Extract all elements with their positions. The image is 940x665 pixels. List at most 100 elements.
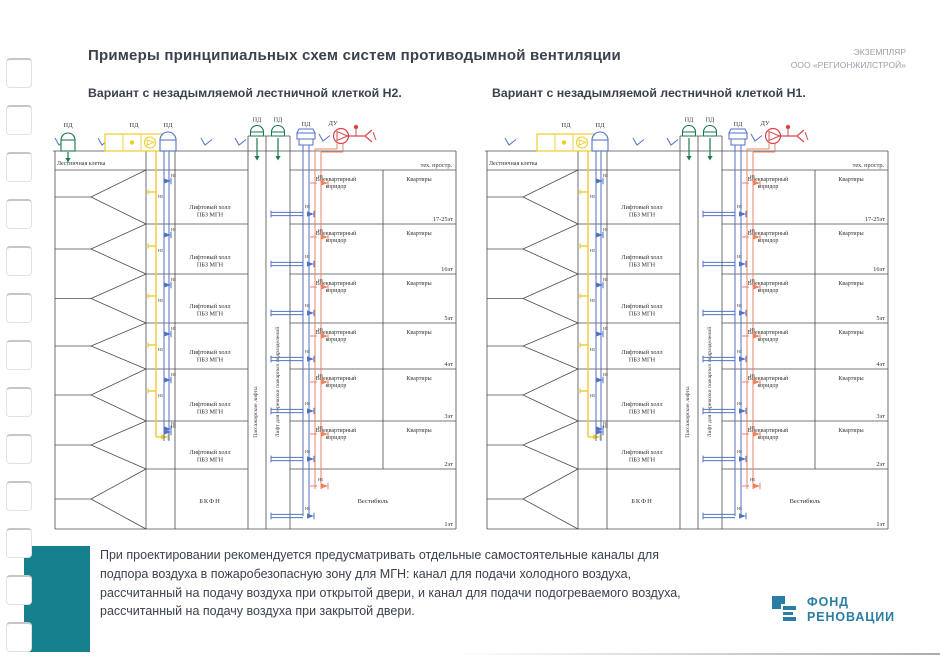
logo-text: ФОНД РЕНОВАЦИИ [807, 595, 895, 625]
svg-text:НЗ: НЗ [737, 255, 742, 259]
svg-text:ПБЗ МГН: ПБЗ МГН [197, 212, 224, 219]
svg-text:НЗ: НЗ [737, 304, 742, 308]
svg-text:Внеквартирный: Внеквартирный [748, 427, 789, 434]
deflector-icon [234, 137, 247, 146]
building-structure [485, 135, 889, 530]
svg-text:НЗ: НЗ [750, 374, 755, 378]
lift-hall-supply-fan-icon [591, 131, 609, 152]
svg-text:ПД: ПД [253, 118, 261, 124]
svg-text:НЗ: НЗ [603, 425, 608, 429]
svg-text:НЗ: НЗ [750, 229, 755, 233]
logo-line-2: РЕНОВАЦИИ [807, 610, 896, 624]
binding-hole [6, 528, 32, 558]
svg-text:тех. простр.: тех. простр. [853, 162, 885, 169]
variant-h2-subtitle: Вариант с незадымляемой лестничной клетк… [88, 86, 402, 100]
binding-hole [6, 622, 32, 652]
svg-text:НЗ: НЗ [750, 279, 755, 283]
svg-text:17-25эт: 17-25эт [865, 216, 885, 223]
svg-text:НЗ: НЗ [318, 374, 323, 378]
svg-text:коридор: коридор [326, 184, 347, 190]
svg-text:коридор: коридор [326, 238, 347, 244]
svg-text:НЗ: НЗ [171, 228, 176, 232]
svg-text:Лифтовый холл: Лифтовый холл [621, 349, 662, 356]
svg-text:НЗ: НЗ [590, 299, 595, 303]
svg-text:НЗ: НЗ [305, 350, 310, 354]
deflector-icon [666, 137, 679, 146]
staircase-section: Лестничная клетка [487, 161, 579, 530]
svg-text:Внеквартирный: Внеквартирный [316, 230, 357, 237]
svg-text:ПД: ПД [129, 122, 139, 129]
svg-text:ПД: ПД [734, 121, 743, 128]
svg-text:БКФН: БКФН [631, 498, 653, 505]
svg-text:коридор: коридор [758, 184, 779, 190]
binding-hole [6, 246, 32, 276]
svg-text:ПД: ПД [302, 121, 311, 128]
svg-text:ПБЗ МГН: ПБЗ МГН [197, 311, 224, 318]
svg-text:3эт: 3эт [444, 413, 453, 420]
svg-text:2эт: 2эт [876, 461, 885, 468]
svg-text:Квартиры: Квартиры [406, 231, 431, 237]
svg-text:НЗ: НЗ [171, 422, 176, 426]
svg-text:БКФН: БКФН [199, 498, 221, 505]
svg-text:Квартиры: Квартиры [406, 376, 431, 382]
svg-text:НЗ: НЗ [603, 228, 608, 232]
svg-text:ПД: ПД [595, 122, 605, 129]
svg-text:НЗ: НЗ [318, 426, 323, 430]
svg-text:Квартиры: Квартиры [838, 330, 863, 336]
svg-text:ПБЗ МГН: ПБЗ МГН [629, 457, 656, 464]
svg-text:НЗ: НЗ [590, 348, 595, 352]
svg-text:4эт: 4эт [444, 361, 453, 368]
binding-hole [6, 293, 32, 323]
binding-hole [6, 434, 32, 464]
svg-text:НЗ: НЗ [318, 279, 323, 283]
supply-unit-icon [104, 133, 164, 152]
room-labels: тех. простр. Лифтовый холл ПБЗ МГН Внекварт… [189, 162, 453, 528]
fond-renovacii-logo: ФОНД РЕНОВАЦИИ [772, 594, 895, 625]
svg-text:НЗ: НЗ [158, 348, 163, 352]
stamp-line-1: ЭКЗЕМПЛЯР [853, 47, 906, 57]
svg-text:НЗ: НЗ [318, 175, 323, 179]
scan-shadow [450, 653, 940, 655]
deflector-icon [750, 133, 763, 142]
svg-text:Внеквартирный: Внеквартирный [748, 329, 789, 336]
svg-text:Лифтовый холл: Лифтовый холл [189, 449, 230, 456]
svg-text:ПБЗ МГН: ПБЗ МГН [629, 262, 656, 269]
svg-text:НЗ: НЗ [171, 425, 176, 429]
svg-text:Вестибюль: Вестибюль [790, 498, 821, 505]
svg-text:НЗ: НЗ [158, 249, 163, 253]
lift-hall-supply-fan-icon [159, 131, 177, 152]
svg-text:ДУ: ДУ [328, 120, 338, 127]
svg-text:НЗ: НЗ [158, 299, 163, 303]
svg-text:НЗ: НЗ [737, 402, 742, 406]
corridor-supply-unit-icon [728, 128, 748, 146]
svg-text:Внеквартирный: Внеквартирный [316, 176, 357, 183]
svg-text:НЗ: НЗ [737, 350, 742, 354]
svg-text:ПД: ПД [685, 118, 693, 124]
svg-text:1эт: 1эт [876, 521, 885, 528]
svg-text:Квартиры: Квартиры [838, 376, 863, 382]
svg-text:Пассажирские лифты: Пассажирские лифты [684, 386, 691, 438]
svg-text:Внеквартирный: Внеквартирный [748, 280, 789, 287]
corridor-supply-unit-icon [296, 128, 316, 146]
svg-text:НЗ: НЗ [171, 278, 176, 282]
binding-hole [6, 575, 32, 605]
svg-text:Пассажирские лифты: Пассажирские лифты [252, 386, 259, 438]
accent-block [24, 546, 90, 652]
svg-text:Внеквартирный: Внеквартирный [316, 427, 357, 434]
binding-hole [6, 340, 32, 370]
svg-text:Квартиры: Квартиры [838, 281, 863, 287]
smoke-exhaust-fan-icon [332, 124, 377, 145]
binding-hole [6, 199, 32, 229]
stamp-line-2: ООО «РЕГИОНЖИЛСТРОЙ» [790, 60, 906, 71]
supply-unit-icon [536, 133, 596, 152]
svg-text:тех. простр.: тех. простр. [421, 162, 453, 169]
svg-text:ПД: ПД [706, 118, 714, 124]
binding-holes [0, 0, 45, 665]
svg-text:Лифтовый холл: Лифтовый холл [189, 401, 230, 408]
svg-text:коридор: коридор [758, 337, 779, 343]
svg-text:НЗ: НЗ [590, 195, 595, 199]
svg-text:ПБЗ МГН: ПБЗ МГН [629, 357, 656, 364]
binding-hole [6, 387, 32, 417]
